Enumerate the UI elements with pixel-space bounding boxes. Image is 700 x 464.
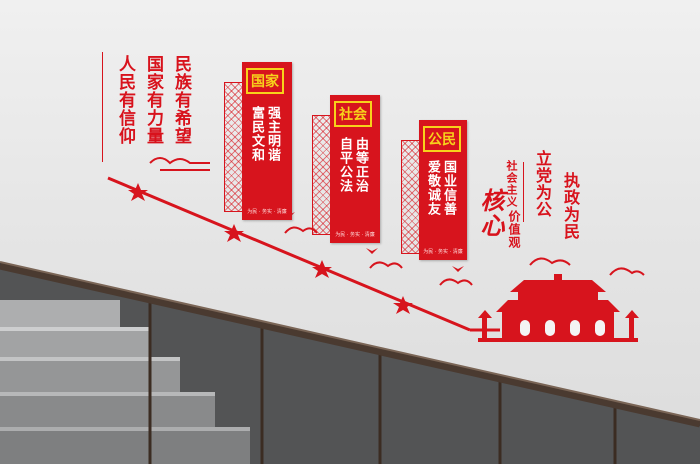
banner-col-b: 强主明谐 (265, 106, 280, 162)
banner-footer: 为民 · 务实 · 清廉 (423, 249, 463, 255)
star-icon (312, 260, 332, 278)
banner-society: 社会 由等正治 自平公法 为民 · 务实 · 清廉 (330, 95, 380, 243)
banner-col-a: 自平公法 (337, 137, 352, 193)
banner-footer: 为民 · 务实 · 清廉 (335, 232, 375, 238)
bird-icon (366, 248, 378, 254)
star-icons (128, 183, 413, 314)
left-divider (102, 52, 103, 162)
star-icon (128, 183, 148, 201)
bird-icon (452, 266, 464, 272)
core-side-text: 价值观 (507, 210, 521, 249)
slogan-column-3: 民族有希望 (171, 55, 191, 145)
core-big-text: 核心 (476, 188, 505, 238)
stair-steps (0, 300, 250, 464)
banner-footer: 为民 · 务实 · 清廉 (247, 209, 287, 215)
star-icon (224, 224, 244, 242)
banner-col-b: 国业信善 (441, 160, 456, 216)
slogan-column-2: 国家有力量 (143, 55, 163, 145)
slogan-column-1: 人民有信仰 (115, 55, 135, 145)
slogan-people: 执政为民 (561, 172, 580, 240)
banner-tag: 公民 (423, 126, 461, 152)
banner-col-a: 爱敬诚友 (425, 160, 440, 216)
banner-col-b: 由等正治 (353, 137, 368, 193)
star-icon (393, 296, 413, 314)
tiananmen-gate-icon (478, 274, 639, 342)
balusters (148, 300, 617, 464)
banner-col-a: 富民文和 (249, 106, 264, 162)
banner-citizen: 公民 国业信善 爱敬诚友 为民 · 务实 · 清廉 (419, 120, 467, 260)
core-divider (523, 162, 524, 222)
banner-tag: 国家 (246, 68, 284, 94)
banner-country: 国家 强主明谐 富民文和 为民 · 务实 · 清廉 (242, 62, 292, 220)
core-top-text: 社会主义 (505, 160, 518, 208)
slogan-party: 立党为公 (533, 150, 552, 218)
handrail (0, 262, 700, 428)
cloud-swirls (149, 157, 645, 286)
banner-tag: 社会 (334, 101, 372, 127)
